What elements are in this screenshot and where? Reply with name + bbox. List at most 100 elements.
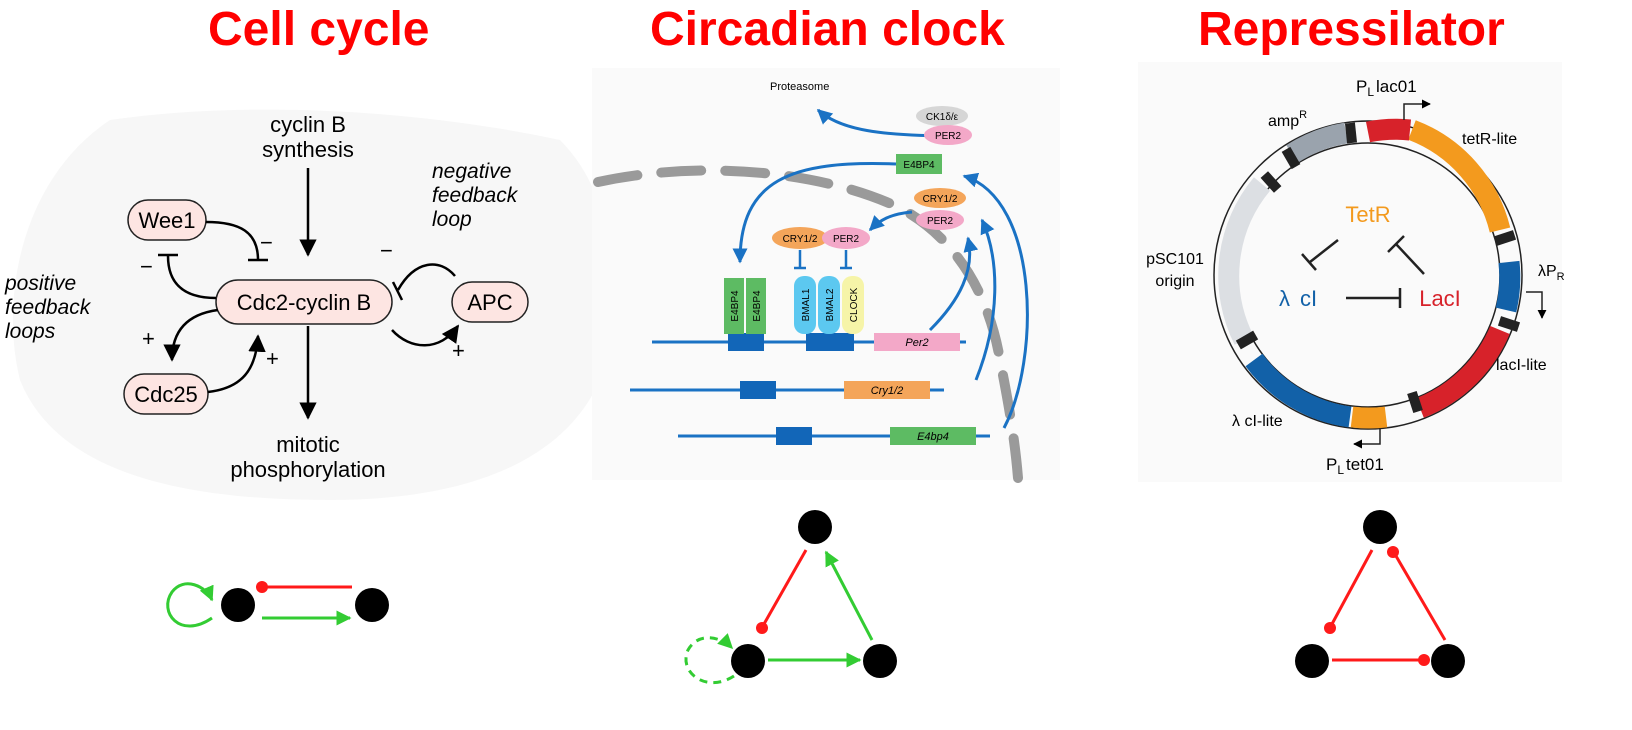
tetr-ci-bar	[1301, 253, 1317, 271]
bmal1-label: BMAL1	[801, 288, 812, 321]
nuclear-membrane	[593, 165, 1023, 483]
apc-node	[451, 281, 529, 323]
ci-lite-label: λ cI-lite	[1232, 413, 1283, 430]
motif3-node-left	[1295, 644, 1329, 678]
cry12-gene	[844, 381, 930, 399]
lambda-pr-arrow	[1526, 291, 1547, 319]
per2-translation-arrow	[928, 236, 979, 332]
cell-cycle-motif	[166, 581, 389, 628]
cry12-protein-right	[914, 188, 966, 208]
tetr-represses-ci	[1309, 239, 1339, 263]
psc101-label-2: origin	[1155, 273, 1194, 290]
terminator-7	[1235, 330, 1259, 350]
plasmid-ring	[1213, 120, 1523, 430]
cry-per-to-nucleus-arrow	[868, 210, 913, 232]
motif1-node-b	[355, 588, 389, 622]
motif1-self-activation	[166, 582, 214, 628]
per2-promoter-e4bp4-site	[728, 333, 764, 351]
motif3-repression-bottom-end	[1418, 654, 1430, 666]
negative-feedback-label-2: feedback	[432, 184, 519, 207]
plac-promoter-arrow	[1403, 99, 1431, 120]
wee1-label: Wee1	[138, 208, 195, 233]
apc-plus: +	[452, 338, 465, 363]
terminator-1	[1344, 122, 1358, 144]
bmal2-label: BMAL2	[825, 288, 836, 321]
laci-tetr-bar	[1387, 235, 1405, 253]
circadian-background	[592, 68, 1060, 480]
cyclin-b-synthesis-label-2: synthesis	[262, 137, 354, 162]
title-cell-cycle: Cell cycle	[208, 3, 430, 56]
terminator-4	[1493, 230, 1517, 246]
cyclin-b-synthesis-label: cyclin B	[270, 112, 346, 137]
terminator-6	[1407, 390, 1423, 414]
motif2-node-top	[798, 510, 832, 544]
tetr-lite-label: tetR-lite	[1462, 131, 1517, 148]
terminator-5	[1497, 316, 1521, 332]
psc101-label: pSC101	[1146, 251, 1204, 268]
motif1-repression-end	[256, 581, 268, 593]
per2-gene	[874, 333, 960, 351]
title-repressilator: Repressilator	[1198, 3, 1505, 56]
e4bp4-dimer-right	[746, 278, 766, 334]
e4bp4-to-promoter-arrow	[732, 162, 897, 264]
cdc2-minus: −	[140, 254, 153, 279]
cdc2-activates-cdc25	[163, 308, 219, 362]
mitotic-label-2: phosphorylation	[230, 457, 385, 482]
motif2-repression-end	[756, 622, 768, 634]
positive-feedback-label: positive	[4, 272, 76, 295]
cell-cycle-diagram: cyclin B synthesis Wee1 Cdc2-cyclin B AP…	[4, 109, 612, 500]
mitotic-label: mitotic	[276, 432, 340, 457]
psc101-segment	[1218, 177, 1271, 345]
motif3-node-right	[1431, 644, 1465, 678]
apc-inhibit-bar	[391, 281, 404, 301]
clock-label: CLOCK	[849, 287, 860, 322]
cdc25-activates-cdc2	[207, 334, 266, 394]
cdc2-cyclin-b-node	[215, 279, 393, 325]
terminator-2	[1281, 146, 1301, 170]
circadian-motif	[684, 510, 897, 684]
per2-protein-nuclear	[822, 227, 870, 249]
ci-lite-segment	[1245, 353, 1352, 428]
amp-label: ampR	[1268, 109, 1307, 130]
plac-segment	[1365, 118, 1412, 143]
lambda-pr-segment	[1495, 260, 1521, 313]
title-circadian-clock: Circadian clock	[650, 3, 1005, 56]
motif3-repression-right-end	[1387, 546, 1399, 558]
e4bp4-dimer-label-right: E4BP4	[752, 290, 763, 322]
laci-label: LacI	[1419, 286, 1461, 311]
cdc25-label: Cdc25	[134, 382, 198, 407]
motif2-activation-edge-right	[824, 550, 874, 641]
e4bp4-gene	[890, 427, 976, 445]
motif2-node-right	[863, 644, 897, 678]
cdc2-inhibits-wee1	[166, 255, 217, 300]
apc-minus: −	[380, 238, 393, 263]
cdc2-cyclin-b-label: Cdc2-cyclin B	[237, 290, 371, 315]
per2-protein-right	[916, 210, 964, 230]
e4bp4-protein-top	[896, 154, 942, 174]
motif3-repression-left-end	[1324, 622, 1336, 634]
e4bp4-label-top: E4BP4	[903, 160, 935, 171]
ck1-label: CK1δ/ε	[926, 112, 959, 123]
apc-inhibits-cdc2	[396, 263, 456, 291]
ptet-promoter-arrow	[1353, 428, 1381, 449]
bmal2-protein	[818, 276, 840, 334]
cry12-translation-arrow	[974, 218, 997, 381]
clock-protein	[842, 276, 864, 334]
cry12-gene-label: Cry1/2	[871, 385, 903, 397]
cdc2-plus: +	[266, 346, 279, 371]
proteasome-label: Proteasome	[770, 81, 829, 93]
laci-represses-tetr	[1395, 243, 1425, 275]
bmal1-protein	[794, 276, 816, 334]
motif3-repression-left	[1330, 549, 1374, 625]
per2-promoter-ebox	[806, 333, 854, 351]
repressilator-motif	[1295, 510, 1465, 678]
laci-lite-segment	[1415, 325, 1510, 418]
tetr-label: TetR	[1345, 202, 1390, 227]
laci-lite-label: lacI-lite	[1496, 357, 1547, 374]
circadian-diagram: Proteasome CK1δ/ε PER2 E4BP4 CRY1/2 PER2…	[592, 68, 1060, 483]
motif1-node-a	[221, 588, 255, 622]
